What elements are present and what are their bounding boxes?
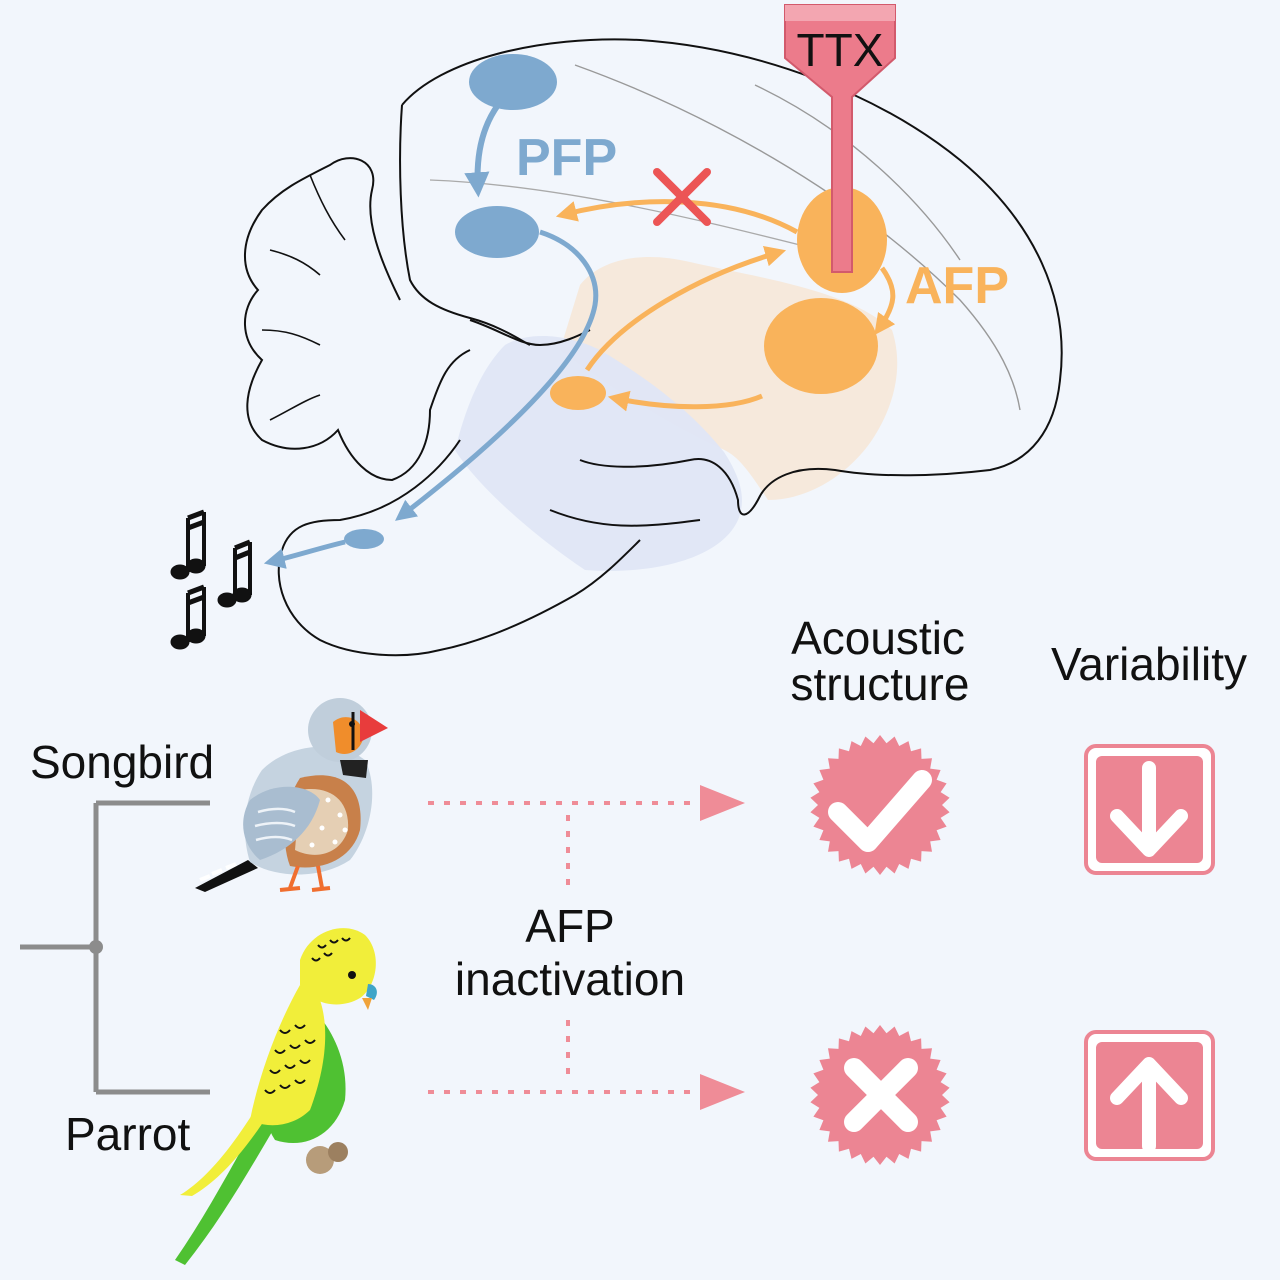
check-badge-icon (810, 735, 950, 875)
songbird-cheek (333, 717, 364, 755)
songbird-illustration (195, 698, 388, 892)
tree-node (89, 940, 103, 954)
parrot-illustration (175, 928, 377, 1265)
afp-label: AFP (905, 257, 1009, 315)
x-badge-icon (810, 1025, 950, 1165)
pfp-label: PFP (516, 129, 617, 187)
ttx-pipette: TTX (784, 4, 896, 273)
arrowhead-parrot (700, 1074, 745, 1110)
brain-diagram (244, 38, 1063, 657)
internal-lamina-2 (754, 84, 961, 261)
afp-arrow-dlm-lman (584, 245, 787, 372)
afp-inactivation-line1: AFP (525, 900, 614, 952)
arrow-down-icon (1084, 744, 1215, 875)
songbird-feet (279, 865, 331, 892)
forebrain-inner (399, 104, 531, 346)
cerebellum-folia (261, 174, 346, 421)
parrot-cere (366, 984, 377, 1000)
pfp-pathway: PFP (263, 54, 617, 569)
songbird-label: Songbird (30, 736, 214, 788)
phylogeny-tree (20, 800, 210, 1095)
pfp-nucleus-hvc (469, 54, 557, 110)
brainstem-shading (455, 335, 742, 571)
pfp-nucleus-brainstem (344, 529, 384, 549)
variability-header: Variability (1051, 638, 1247, 690)
parrot-label: Parrot (65, 1108, 190, 1160)
acoustic-header-line1: Acoustic (791, 612, 965, 664)
afp-nucleus-dlm (550, 376, 606, 410)
afp-arrow-x-dlm (607, 390, 764, 412)
ttx-label: TTX (797, 24, 884, 76)
pfp-arrow-2 (395, 229, 599, 521)
dotted-connectors (428, 801, 700, 1094)
songbird-beak (360, 710, 388, 742)
afp-inactivation-line2: inactivation (455, 953, 685, 1005)
ttx-syringe (784, 4, 896, 273)
forebrain-outline (401, 38, 1063, 516)
acoustic-header-line2: structure (791, 658, 970, 710)
afp-nucleus-area-x (764, 298, 878, 394)
parrot-wing-scallops (264, 1024, 316, 1094)
pfp-arrow-1 (464, 103, 501, 198)
x-mark-icon (653, 168, 711, 226)
songbird-tail (195, 860, 258, 892)
parrot-beak (362, 998, 372, 1010)
songbird-spots (309, 797, 348, 848)
songbird-bib (340, 760, 368, 778)
ttx-syringe-top (785, 5, 895, 21)
parrot-head (300, 928, 376, 1005)
cerebellum-outline (244, 157, 471, 482)
arrow-up-icon (1084, 1030, 1215, 1161)
parrot-tail-yellow (180, 1110, 268, 1196)
internal-lamina-1 (574, 64, 1021, 411)
hindbrain-outline (277, 319, 701, 657)
parrot-wing (250, 985, 326, 1126)
pfp-arrow-3 (263, 539, 346, 569)
afp-arrow-lman-x (874, 266, 896, 336)
arrowhead-songbird (700, 785, 745, 821)
pfp-nucleus-ra (455, 206, 539, 258)
parrot-perch (306, 1146, 334, 1174)
music-notes-icon (170, 509, 252, 650)
parrot-tail-green (175, 1100, 285, 1265)
